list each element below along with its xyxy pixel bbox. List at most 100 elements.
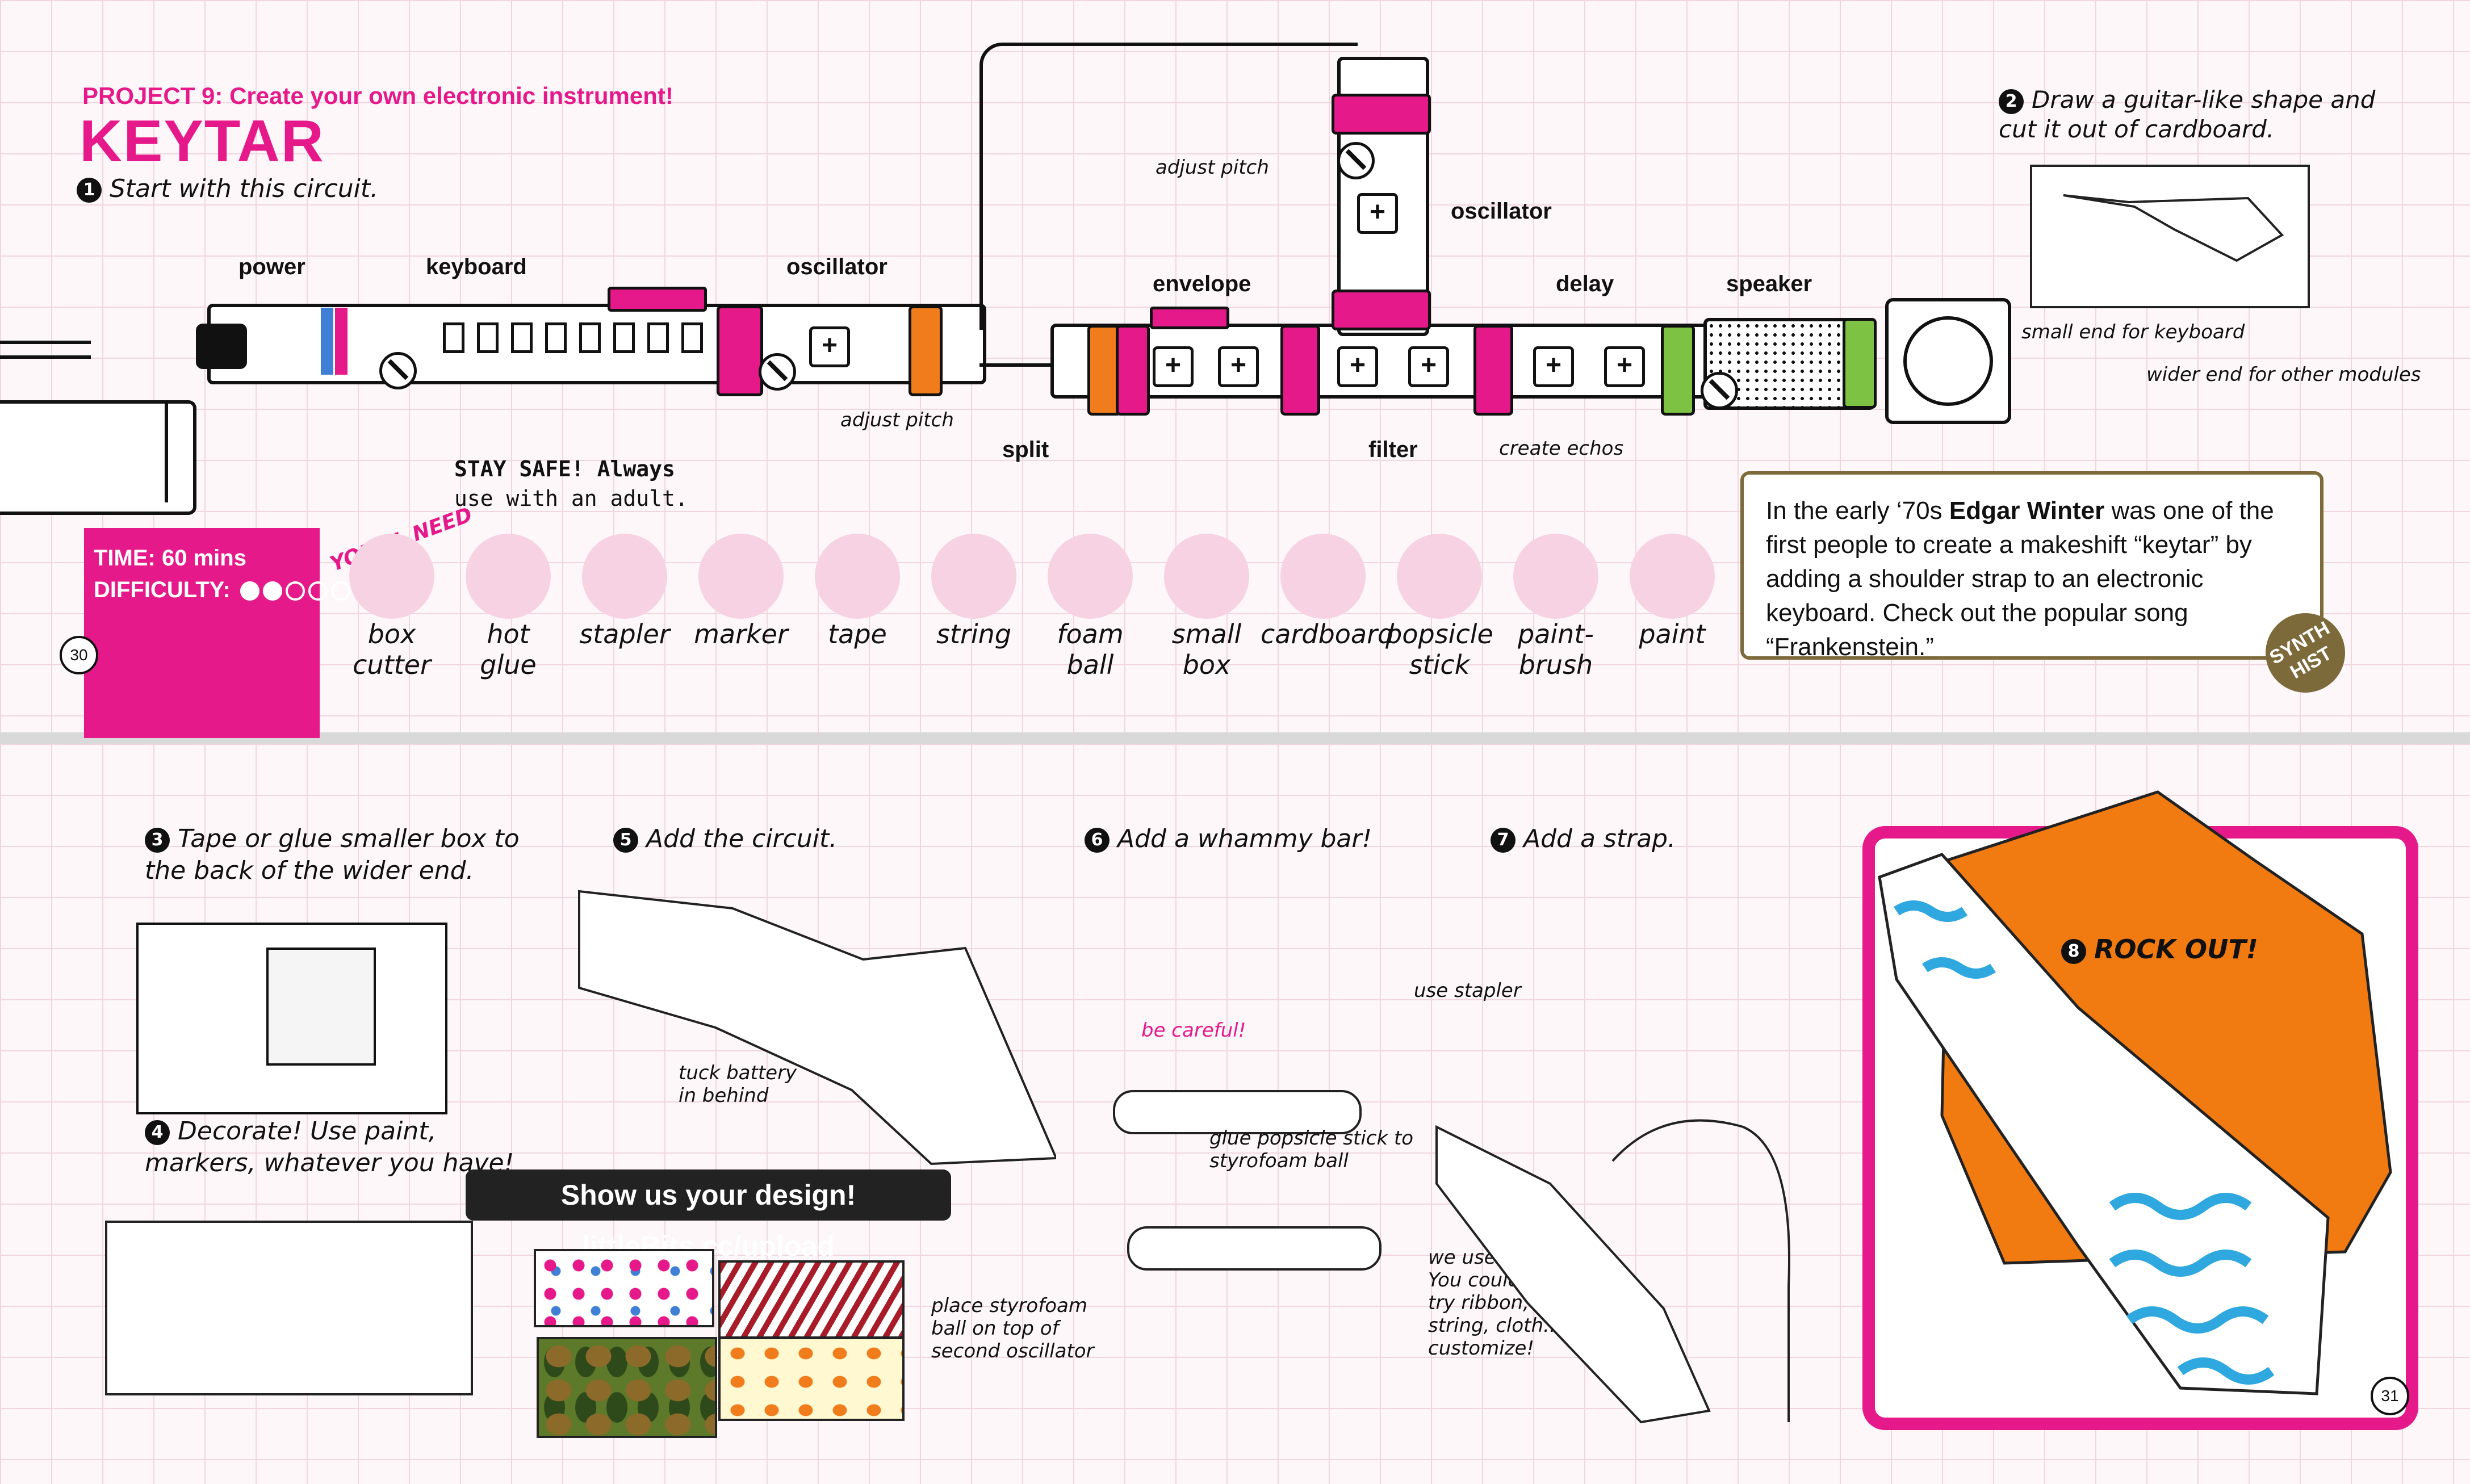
whammy-bar-illustration [1127, 1226, 1381, 1271]
synth-history-text: In the early ‘70s Edgar Winter was one o… [1766, 494, 2294, 664]
step-number: 1 [77, 178, 102, 203]
cardboard-sketch [2030, 165, 2310, 308]
split-wire [979, 43, 1358, 330]
annotation-create-echos: create echos [1499, 437, 1624, 460]
place-styrofoam-line1: place styrofoam [931, 1294, 1087, 1317]
guitar-shape-sketch [2063, 194, 2284, 262]
paintbrush-icon [1513, 534, 1598, 619]
step-text: Add a strap. [1523, 824, 1676, 853]
battery [0, 400, 196, 515]
keytar-outline [578, 890, 1058, 1166]
step-number: 2 [1999, 89, 2024, 114]
step-6: 6 Add a whammy bar! [1085, 823, 1372, 855]
project-tagline: Create your own electronic instrument! [229, 82, 673, 109]
time-difficulty-box [84, 528, 320, 738]
tool-label-marker: marker [694, 619, 788, 649]
popsicle-stick-icon [1397, 534, 1482, 619]
difficulty-rating [237, 577, 350, 602]
annotation-be-careful: be careful! [1141, 1019, 1246, 1042]
oscillator-2-knob [1337, 142, 1375, 179]
speaker-cone [1903, 316, 1993, 406]
module-label-filter: filter [1368, 437, 1418, 462]
oscillator-button [809, 326, 850, 367]
show-us-text: Show us your design! [560, 1179, 856, 1211]
page-title: KEYTAR [79, 108, 325, 174]
delay-button-2 [1604, 346, 1645, 387]
filter-delay-connector [1473, 325, 1513, 416]
paint-icon [1630, 534, 1715, 619]
module-label-power: power [238, 254, 305, 279]
step-3-illustration [136, 923, 447, 1114]
place-styrofoam-line2: ball on top of [931, 1317, 1059, 1340]
small-box-illustration [266, 948, 376, 1066]
step-text: Add a whammy bar! [1117, 824, 1372, 853]
battery-clip [165, 400, 191, 502]
step-number: 6 [1085, 828, 1110, 853]
keyboard-slider [608, 287, 707, 312]
keyboard-key [443, 322, 464, 353]
keyboard-knob [379, 352, 417, 389]
split-wire-lower [979, 363, 1053, 367]
small-box-icon [1164, 534, 1249, 619]
design-flames [718, 1337, 905, 1421]
module-label-oscillator-2: oscillator [1451, 199, 1552, 224]
module-label-split: split [1002, 437, 1049, 462]
module-label-keyboard: keyboard [426, 254, 527, 279]
tuck-battery-line1: tuck battery [679, 1062, 797, 1084]
step-8: 8 ROCK OUT! [2061, 934, 2258, 965]
foam-ball-icon [1048, 534, 1133, 619]
synth-history-box [1740, 471, 2324, 660]
safety-line2: use with an adult. [454, 486, 688, 511]
glue-popsicle-line2: styrofoam ball [1209, 1150, 1349, 1172]
time-difficulty-text: TIME: 60 mins DIFFICULTY: [94, 542, 350, 606]
step-text: ROCK OUT! [2094, 934, 2258, 965]
time-value: 60 mins [162, 546, 246, 571]
speaker-connector [1843, 318, 1877, 409]
speaker-knob [1701, 372, 1738, 409]
show-us-banner: Show us your design! littleBits.cc/uploa… [466, 1169, 951, 1262]
difficulty-dot-empty [330, 581, 350, 601]
step-text: Start with this circuit. [110, 174, 379, 203]
keyboard-key [579, 322, 601, 353]
page-number-31: 31 [2371, 1377, 2409, 1415]
envelope-button-1 [1153, 346, 1194, 387]
annotation-adjust-pitch-2: adjust pitch [1156, 156, 1269, 179]
tool-label-tape: tape [828, 619, 887, 649]
history-text-after: was one of the first people to create a … [1766, 497, 2274, 661]
safety-note: STAY SAFE! Always use with an adult. [454, 454, 688, 513]
module-label-envelope: envelope [1153, 271, 1251, 296]
stapler-icon [582, 534, 667, 619]
tool-label-paint: paint [1639, 619, 1706, 649]
step-text-line2: the back of the wider end. [145, 856, 474, 885]
marker-icon [698, 534, 784, 619]
annotation-tuck-battery: tuck battery in behind [679, 1062, 797, 1107]
tool-label-stapler: stapler [579, 619, 670, 649]
power-jack [196, 324, 247, 369]
oscillator-2-button [1357, 193, 1398, 234]
oscillator-pitch-knob [759, 353, 796, 391]
step-text-line2: cut it out of cardboard. [1999, 115, 2275, 143]
annotation-glue-popsicle: glue popsicle stick to styrofoam ball [1209, 1127, 1413, 1172]
keyboard-oscillator-connector [717, 305, 763, 396]
step-number: 8 [2061, 938, 2086, 964]
oscillator-split-connector [909, 305, 943, 396]
popsicle-stick-illustration [1113, 1090, 1362, 1134]
rock-out-illustration [1862, 764, 2470, 1405]
envelope-connector [1116, 325, 1150, 416]
filter-button-2 [1408, 346, 1449, 387]
keyboard-key [681, 322, 703, 353]
cardboard-icon [1280, 534, 1366, 619]
keyboard-key [613, 322, 635, 353]
oscillator-2-connector-top [1332, 94, 1431, 135]
box-cutter-icon [349, 534, 434, 619]
keyboard-key [477, 322, 499, 353]
oscillator-2-connector-bottom [1332, 290, 1431, 330]
tuck-battery-line2: in behind [679, 1084, 769, 1107]
difficulty-dot-empty [285, 581, 305, 601]
